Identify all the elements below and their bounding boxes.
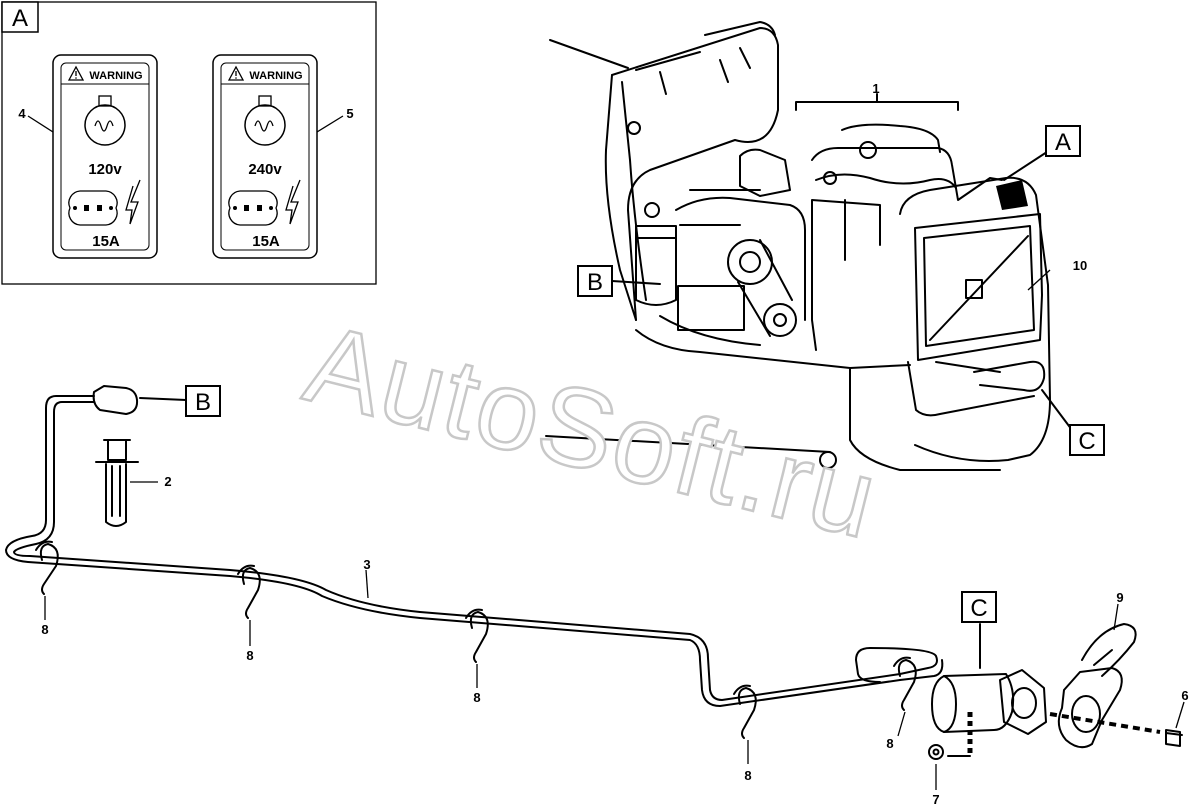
leader-line <box>27 115 54 133</box>
svg-text:C: C <box>1078 428 1095 455</box>
callout-b-detail: B <box>185 385 221 417</box>
lightning-icon <box>125 179 141 225</box>
machine-engine-illustration <box>545 21 1051 471</box>
part-number-8: 8 <box>473 690 480 705</box>
amperage-label: 15A <box>92 233 120 250</box>
voltage-label: 240v <box>248 161 282 178</box>
heater-element-icon <box>84 95 126 146</box>
part-number-6: 6 <box>1181 688 1188 703</box>
leader-line <box>316 115 344 133</box>
socket-icon <box>228 190 278 226</box>
detail-box-a: A <box>1 1 377 285</box>
part-number-4: 4 <box>18 106 26 121</box>
cable-clip <box>465 608 489 688</box>
detail-box-label: A <box>12 5 28 32</box>
lightning-icon <box>285 179 301 225</box>
part-number-2: 2 <box>164 474 171 489</box>
callout-b-machine: B <box>577 265 661 297</box>
cable-clip <box>733 684 757 764</box>
watermark: AutoSoft.ru <box>295 300 890 562</box>
svg-text:C: C <box>970 595 987 622</box>
part-number-7: 7 <box>932 792 939 807</box>
callout-c-machine: C <box>1041 389 1105 456</box>
warning-triangle-icon <box>67 65 85 81</box>
cable-clip <box>237 564 261 646</box>
callout-a: A <box>1003 125 1081 181</box>
cable-clip <box>893 656 917 737</box>
part-number-1: 1 <box>872 81 879 96</box>
part-number-9: 9 <box>1116 590 1123 605</box>
receptacle-assembly <box>928 603 1185 790</box>
part-number-8: 8 <box>886 736 893 751</box>
part-number-10: 10 <box>1073 258 1087 273</box>
part-number-8: 8 <box>41 622 48 637</box>
part-number-8: 8 <box>246 648 253 663</box>
svg-text:A: A <box>1055 129 1071 156</box>
svg-text:B: B <box>195 389 211 416</box>
warning-triangle-icon <box>227 65 245 81</box>
part-number-3: 3 <box>363 557 370 572</box>
voltage-label: 120v <box>88 161 122 178</box>
cable-clip <box>35 540 59 620</box>
heater-element-part-2 <box>92 385 187 527</box>
warning-text: WARNING <box>249 70 302 82</box>
warning-plate-120v: WARNING 120v 15A <box>52 54 158 259</box>
callout-c-detail: C <box>961 591 997 669</box>
amperage-label: 15A <box>252 233 280 250</box>
part-number-8: 8 <box>744 768 751 783</box>
socket-icon <box>68 190 118 226</box>
part-number-5: 5 <box>346 106 353 121</box>
warning-plate-240v: WARNING 240v 15A <box>212 54 318 259</box>
svg-text:B: B <box>587 269 603 296</box>
heater-element-icon <box>244 95 286 146</box>
warning-text: WARNING <box>89 70 142 82</box>
